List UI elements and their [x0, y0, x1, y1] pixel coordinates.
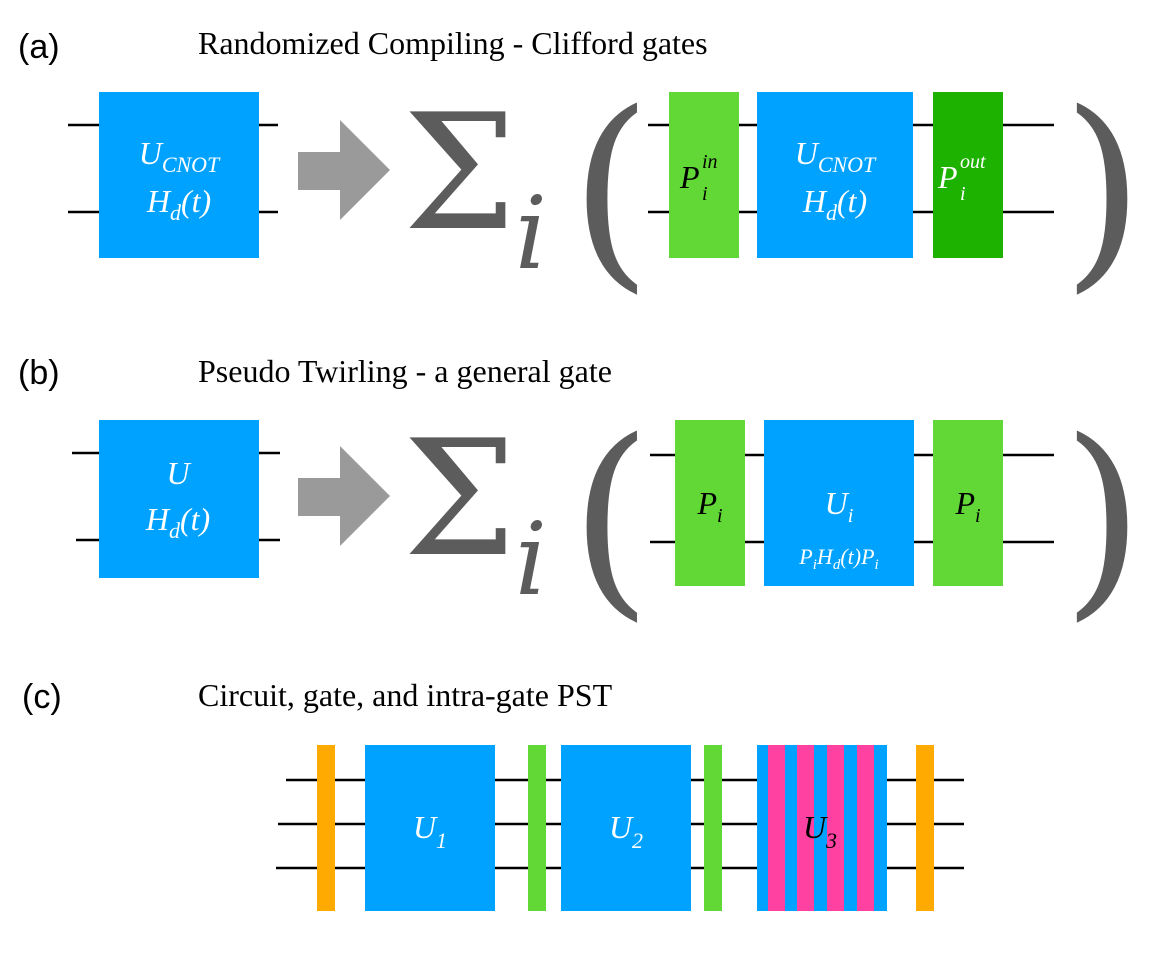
pauli-post-label: Pi: [954, 485, 980, 527]
intra-gate-twirl-stripe: [827, 745, 844, 911]
twirled-gate: [764, 420, 914, 586]
panel-c-title: Circuit, gate, and intra-gate PST: [198, 677, 613, 713]
open-paren: (: [570, 395, 652, 640]
intra-gate-twirl-stripe: [768, 745, 785, 911]
open-paren: (: [570, 67, 652, 312]
sum-index: i: [515, 501, 547, 618]
gate-u3-label: U3: [803, 809, 837, 853]
twirled-hamiltonian-label: PiHd(t)Pi: [798, 544, 878, 573]
pauli-out-gate: [933, 92, 1003, 258]
sum-symbol: Σ: [403, 79, 516, 266]
panel-a-title: Randomized Compiling - Clifford gates: [198, 25, 708, 61]
gate-u2: [561, 745, 691, 911]
panel-b: (b) Pseudo Twirling - a general gate U H…: [18, 353, 1144, 640]
right-arrow-icon: [298, 120, 390, 220]
pauli-pre-gate: [675, 420, 745, 586]
gate-u1-label: U1: [413, 809, 447, 853]
gate-twirl-layer: [704, 745, 722, 911]
general-hamiltonian-label: Hd(t): [145, 501, 210, 543]
general-gate-label: U: [166, 455, 191, 491]
circuit-twirl-layer: [317, 745, 335, 911]
pauli-in-gate: [669, 92, 739, 258]
panel-c-label: (c): [22, 678, 62, 716]
right-arrow-icon: [298, 446, 390, 546]
pauli-pre-label: Pi: [696, 485, 722, 527]
cnot-gate: [99, 92, 259, 258]
twirled-gate-label: Ui: [825, 485, 854, 527]
panel-a-label: (a): [18, 28, 60, 66]
close-paren: ): [1062, 67, 1144, 312]
general-gate: [99, 420, 259, 578]
panel-c: (c) Circuit, gate, and intra-gate PST U1…: [22, 677, 964, 911]
panel-b-title: Pseudo Twirling - a general gate: [198, 353, 612, 389]
close-paren: ): [1062, 395, 1144, 640]
cnot-hamiltonian-label: Hd(t): [802, 183, 867, 225]
cnot-hamiltonian-label: Hd(t): [146, 183, 211, 225]
cnot-gate-label: UCNOT: [795, 135, 877, 177]
cnot-gate-label: UCNOT: [139, 135, 221, 177]
sum-index: i: [515, 175, 547, 292]
intra-gate-twirl-stripe: [857, 745, 874, 911]
panel-b-label: (b): [18, 354, 60, 392]
gate-u3: [757, 745, 887, 911]
gate-twirl-layer: [528, 745, 546, 911]
panel-a: (a) Randomized Compiling - Clifford gate…: [18, 25, 1144, 312]
intra-gate-twirl-stripe: [797, 745, 814, 911]
cnot-gate: [757, 92, 913, 258]
gate-u2-label: U2: [609, 809, 643, 853]
circuit-twirl-layer: [916, 745, 934, 911]
gate-u1: [365, 745, 495, 911]
sum-symbol: Σ: [403, 405, 516, 592]
pauli-post-gate: [933, 420, 1003, 586]
